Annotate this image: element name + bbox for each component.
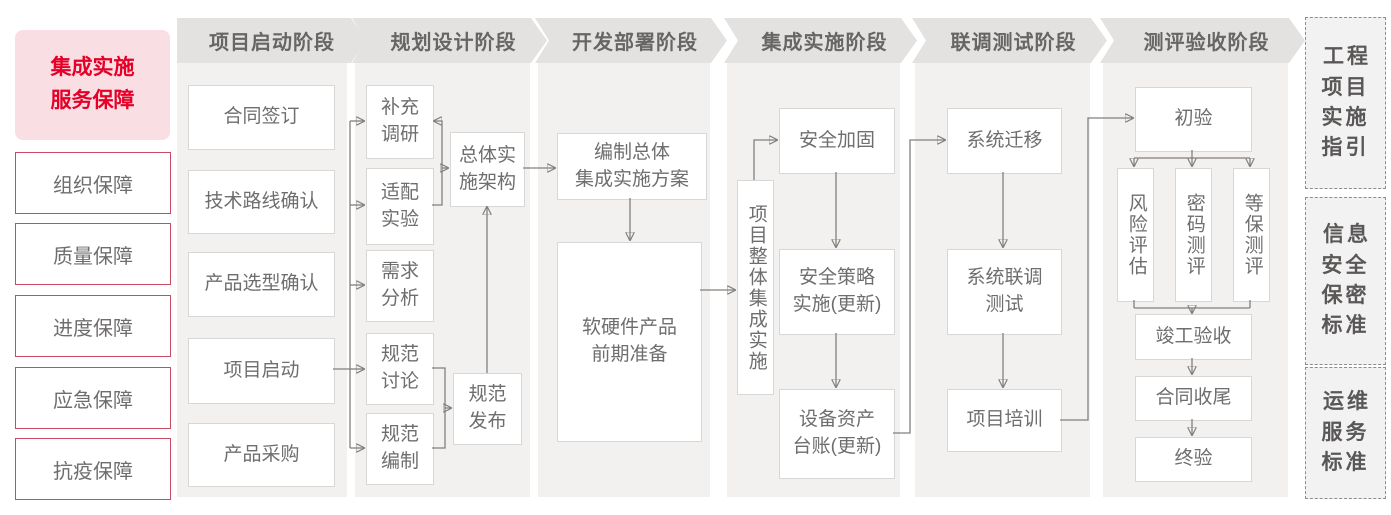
- phase-header-label: 开发部署阶段: [572, 32, 698, 54]
- standard-box-project-implementation-guide: 工程 项目 实施 指引: [1305, 17, 1386, 189]
- phase-header-label: 联调测试阶段: [950, 32, 1077, 54]
- sidebar-item-emergency-guarantee: 应急保障: [15, 367, 171, 429]
- box-label: 竣工验收: [1155, 325, 1232, 347]
- flow-box-security-hardening: 安全加固: [779, 108, 895, 174]
- box-label: 设备资产 台账(更新): [792, 409, 882, 457]
- standard-label: 信息 安全 保密 标准: [1321, 223, 1371, 338]
- phase-header-label: 集成实施阶段: [761, 32, 888, 54]
- flow-box-project-training: 项目培训: [947, 389, 1062, 452]
- flow-box-classified-protection-evaluation: 等保测评: [1233, 168, 1270, 302]
- phase-header-project-kickoff: 项目启动阶段: [177, 18, 367, 63]
- flow-box-system-migration: 系统迁移: [947, 108, 1062, 174]
- phase-header-label: 测评验收阶段: [1143, 32, 1270, 54]
- flow-box-product-selection-confirm: 产品选型确认: [188, 252, 335, 317]
- sidebar-item-organization-guarantee: 组织保障: [15, 152, 171, 214]
- box-label: 等保测评: [1241, 193, 1263, 277]
- phase-header-integration-impl: 集成实施阶段: [724, 18, 917, 63]
- box-label: 安全加固: [798, 129, 875, 151]
- flow-box-final-acceptance: 终验: [1135, 437, 1252, 482]
- sidebar-item-schedule-guarantee: 进度保障: [15, 295, 171, 357]
- flow-box-adaptation-test: 适配 实验: [366, 168, 434, 245]
- flow-box-system-joint-debug-test: 系统联调 测试: [947, 249, 1062, 335]
- standard-label: 运维 服务 标准: [1321, 390, 1371, 475]
- flow-box-product-procurement: 产品采购: [188, 423, 335, 487]
- flow-box-security-policy-impl: 安全策略 实施(更新): [779, 249, 895, 335]
- flow-box-overall-integration-plan: 编制总体 集成实施方案: [557, 133, 707, 200]
- flow-box-tech-route-confirm: 技术路线确认: [188, 170, 335, 234]
- flow-box-risk-assessment: 风险评估: [1117, 168, 1154, 302]
- flow-box-spec-discussion: 规范 讨论: [366, 333, 434, 405]
- flow-box-spec-drafting: 规范 编制: [366, 413, 434, 485]
- box-label: 补充 调研: [380, 97, 419, 145]
- flow-box-requirement-analysis: 需求 分析: [366, 250, 434, 322]
- box-label: 系统迁移: [966, 129, 1043, 151]
- flow-box-crypto-evaluation: 密码测评: [1175, 168, 1212, 302]
- standard-label: 工程 项目 实施 指引: [1321, 45, 1371, 160]
- box-label: 产品选型确认: [204, 273, 319, 295]
- box-label: 密码测评: [1183, 193, 1205, 277]
- box-label: 安全策略 实施(更新): [792, 267, 882, 315]
- box-label: 总体实 施架构: [458, 144, 516, 193]
- box-label: 需求 分析: [380, 261, 419, 309]
- flow-box-contract-signing: 合同签订: [188, 85, 335, 150]
- flow-box-spec-release: 规范 发布: [453, 373, 522, 445]
- box-label: 风险评估: [1125, 193, 1147, 277]
- box-label: 系统联调 测试: [966, 267, 1043, 315]
- box-label: 规范 发布: [468, 384, 507, 432]
- phase-header-evaluation-acceptance: 测评验收阶段: [1100, 18, 1305, 63]
- box-label: 合同收尾: [1155, 387, 1232, 409]
- box-label: 初验: [1174, 108, 1213, 130]
- box-label: 适配 实验: [380, 181, 419, 230]
- flow-box-overall-integration-impl: 项目整体集成实施: [737, 180, 774, 395]
- sidebar-title-card: 集成实施 服务保障: [15, 30, 170, 140]
- flow-box-supplementary-research: 补充 调研: [366, 85, 434, 159]
- box-label: 软硬件产品 前期准备: [581, 317, 677, 365]
- phase-header-label: 项目启动阶段: [209, 32, 335, 54]
- sidebar-item-epidemic-guarantee: 抗疫保障: [15, 438, 171, 500]
- flow-box-equipment-asset-ledger: 设备资产 台账(更新): [779, 389, 895, 479]
- box-label: 合同签订: [223, 106, 300, 128]
- box-label: 终验: [1174, 448, 1213, 470]
- box-label: 规范 编制: [380, 424, 419, 472]
- box-label: 技术路线确认: [204, 190, 319, 212]
- box-label: 项目培训: [966, 409, 1043, 431]
- box-label: 项目启动: [223, 359, 300, 381]
- standard-box-info-security-confidentiality: 信息 安全 保密 标准: [1305, 197, 1386, 365]
- box-label: 规范 讨论: [380, 344, 419, 392]
- flow-box-preliminary-acceptance: 初验: [1135, 87, 1252, 152]
- sidebar-item-quality-guarantee: 质量保障: [15, 223, 171, 285]
- flow-box-completion-acceptance: 竣工验收: [1135, 314, 1252, 360]
- phase-header-planning-design: 规划设计阶段: [352, 18, 547, 63]
- standard-box-om-service-standard: 运维 服务 标准: [1305, 367, 1386, 499]
- flow-box-project-kickoff: 项目启动: [188, 338, 335, 404]
- phase-header-joint-debug-test: 联调测试阶段: [912, 18, 1107, 63]
- phase-header-develop-deploy: 开发部署阶段: [535, 18, 727, 63]
- flow-box-overall-architecture: 总体实 施架构: [450, 132, 525, 207]
- box-label: 产品采购: [223, 443, 300, 465]
- flow-box-contract-closure: 合同收尾: [1135, 376, 1252, 421]
- box-label: 项目整体集成实施: [745, 203, 767, 372]
- sidebar-title-label: 集成实施 服务保障: [50, 56, 135, 112]
- flow-box-hw-sw-preparation: 软硬件产品 前期准备: [557, 242, 702, 442]
- box-label: 编制总体 集成实施方案: [574, 141, 689, 190]
- phase-header-label: 规划设计阶段: [390, 32, 517, 54]
